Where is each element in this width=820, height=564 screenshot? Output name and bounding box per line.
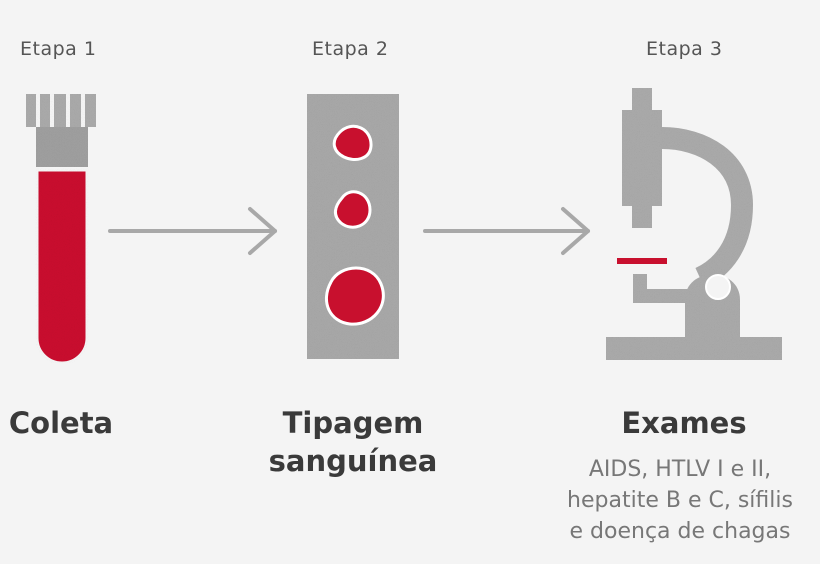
step-2-title: Tipagem sanguínea <box>253 404 453 480</box>
step-3-title-line: Exames <box>621 406 747 440</box>
blood-slide-icon <box>307 94 399 359</box>
step-2-stage-label: Etapa 2 <box>312 38 389 60</box>
step-1-stage-label: Etapa 1 <box>20 38 97 60</box>
microscope-slide-stage <box>617 258 667 264</box>
step-1-title: Coleta <box>0 404 122 442</box>
microscope-icon <box>606 88 782 360</box>
step-2-title-line-1: Tipagem <box>282 406 424 440</box>
arrow-right-icon <box>108 207 277 255</box>
step-3-stage-label: Etapa 3 <box>646 38 723 60</box>
microscope-knob <box>705 274 731 300</box>
step-3-description: AIDS, HTLV I e II, hepatite B e C, sífil… <box>540 454 820 547</box>
test-tube-icon <box>26 94 96 365</box>
step-3-description-line-1: AIDS, HTLV I e II, <box>588 457 772 482</box>
step-3-description-line-2: hepatite B e C, sífilis <box>567 488 793 513</box>
step-1-title-line: Coleta <box>8 406 114 440</box>
step-3-description-line-3: e doença de chagas <box>569 519 791 544</box>
step-3-title: Exames <box>584 404 784 442</box>
step-2-title-line-2: sanguínea <box>268 444 438 478</box>
arrow-right-icon <box>423 207 590 255</box>
